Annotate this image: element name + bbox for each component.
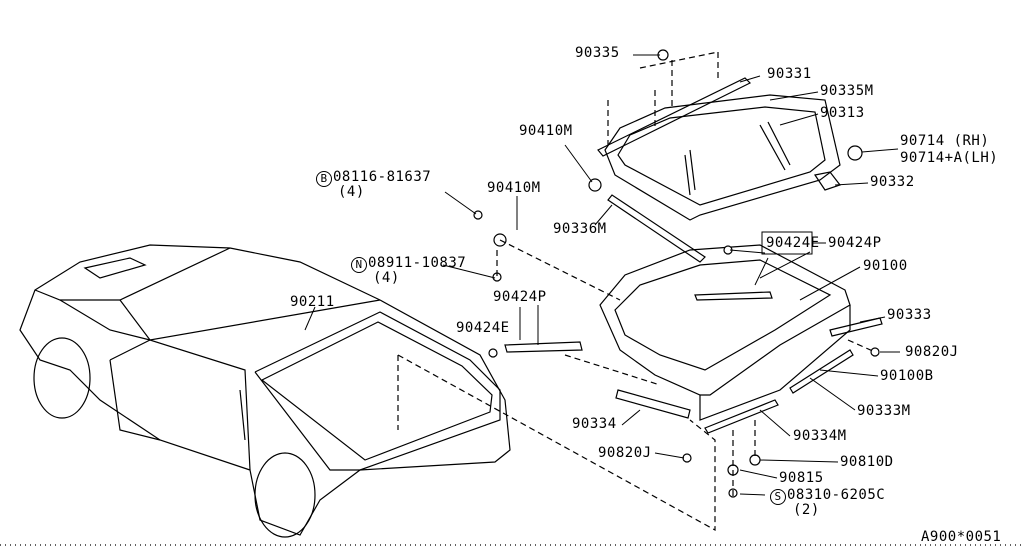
label-90424E-2: 90424E: [456, 320, 510, 336]
molding-90334M: [704, 399, 779, 434]
molding-90334: [615, 389, 691, 419]
nut-symbol-icon: N: [351, 257, 367, 273]
label-90424P-2: 90424P: [493, 289, 547, 305]
label-90334M: 90334M: [793, 428, 847, 444]
label-90211: 90211: [290, 294, 335, 310]
molding-90333M: [789, 349, 854, 394]
molding-90336M: [607, 194, 706, 263]
strut-90424P-right: [694, 291, 773, 301]
callout-box-90424E: [761, 231, 813, 255]
label-90333M: 90333M: [857, 403, 911, 419]
label-90333: 90333: [887, 307, 932, 323]
label-90313: 90313: [820, 105, 865, 121]
label-90410M: 90410M: [519, 123, 573, 139]
strut-90424P-left: [504, 341, 583, 353]
label-90820J-2: 90820J: [598, 445, 652, 461]
bolt-symbol-icon: B: [316, 171, 332, 187]
label-90334: 90334: [572, 416, 617, 432]
label-90810D: 90810D: [840, 454, 894, 470]
label-90714-rh: 90714 (RH): [900, 133, 990, 149]
back-door-panel: [599, 244, 851, 421]
label-90820J: 90820J: [905, 344, 959, 360]
back-door-glass: [604, 94, 841, 221]
molding-90331: [597, 77, 752, 157]
label-90714-lh: 90714+A(LH): [900, 150, 999, 166]
label-90815: 90815: [779, 470, 824, 486]
diagram-id: A900*0051: [921, 529, 1002, 545]
molding-90333: [829, 317, 883, 337]
screw-symbol-icon: S: [770, 489, 786, 505]
label-90424P: 90424P: [828, 235, 882, 251]
screw-part-number: 08310-6205C: [787, 487, 886, 503]
label-90335M: 90335M: [820, 83, 874, 99]
label-90336M: 90336M: [553, 221, 607, 237]
label-90335: 90335: [575, 45, 620, 61]
label-bolt-qty: (4): [338, 184, 365, 200]
label-90410M-2: 90410M: [487, 180, 541, 196]
car-body-illustration: [19, 244, 511, 538]
label-90424E: 90424E: [766, 235, 820, 251]
label-90332: 90332: [870, 174, 915, 190]
label-nut-qty: (4): [373, 270, 400, 286]
nut-part-number: 08911-10837: [368, 255, 467, 271]
label-90100: 90100: [863, 258, 908, 274]
label-90100B: 90100B: [880, 368, 934, 384]
label-90331: 90331: [767, 66, 812, 82]
bolt-part-number: 08116-81637: [333, 169, 432, 185]
label-screw-qty: (2): [793, 502, 820, 518]
